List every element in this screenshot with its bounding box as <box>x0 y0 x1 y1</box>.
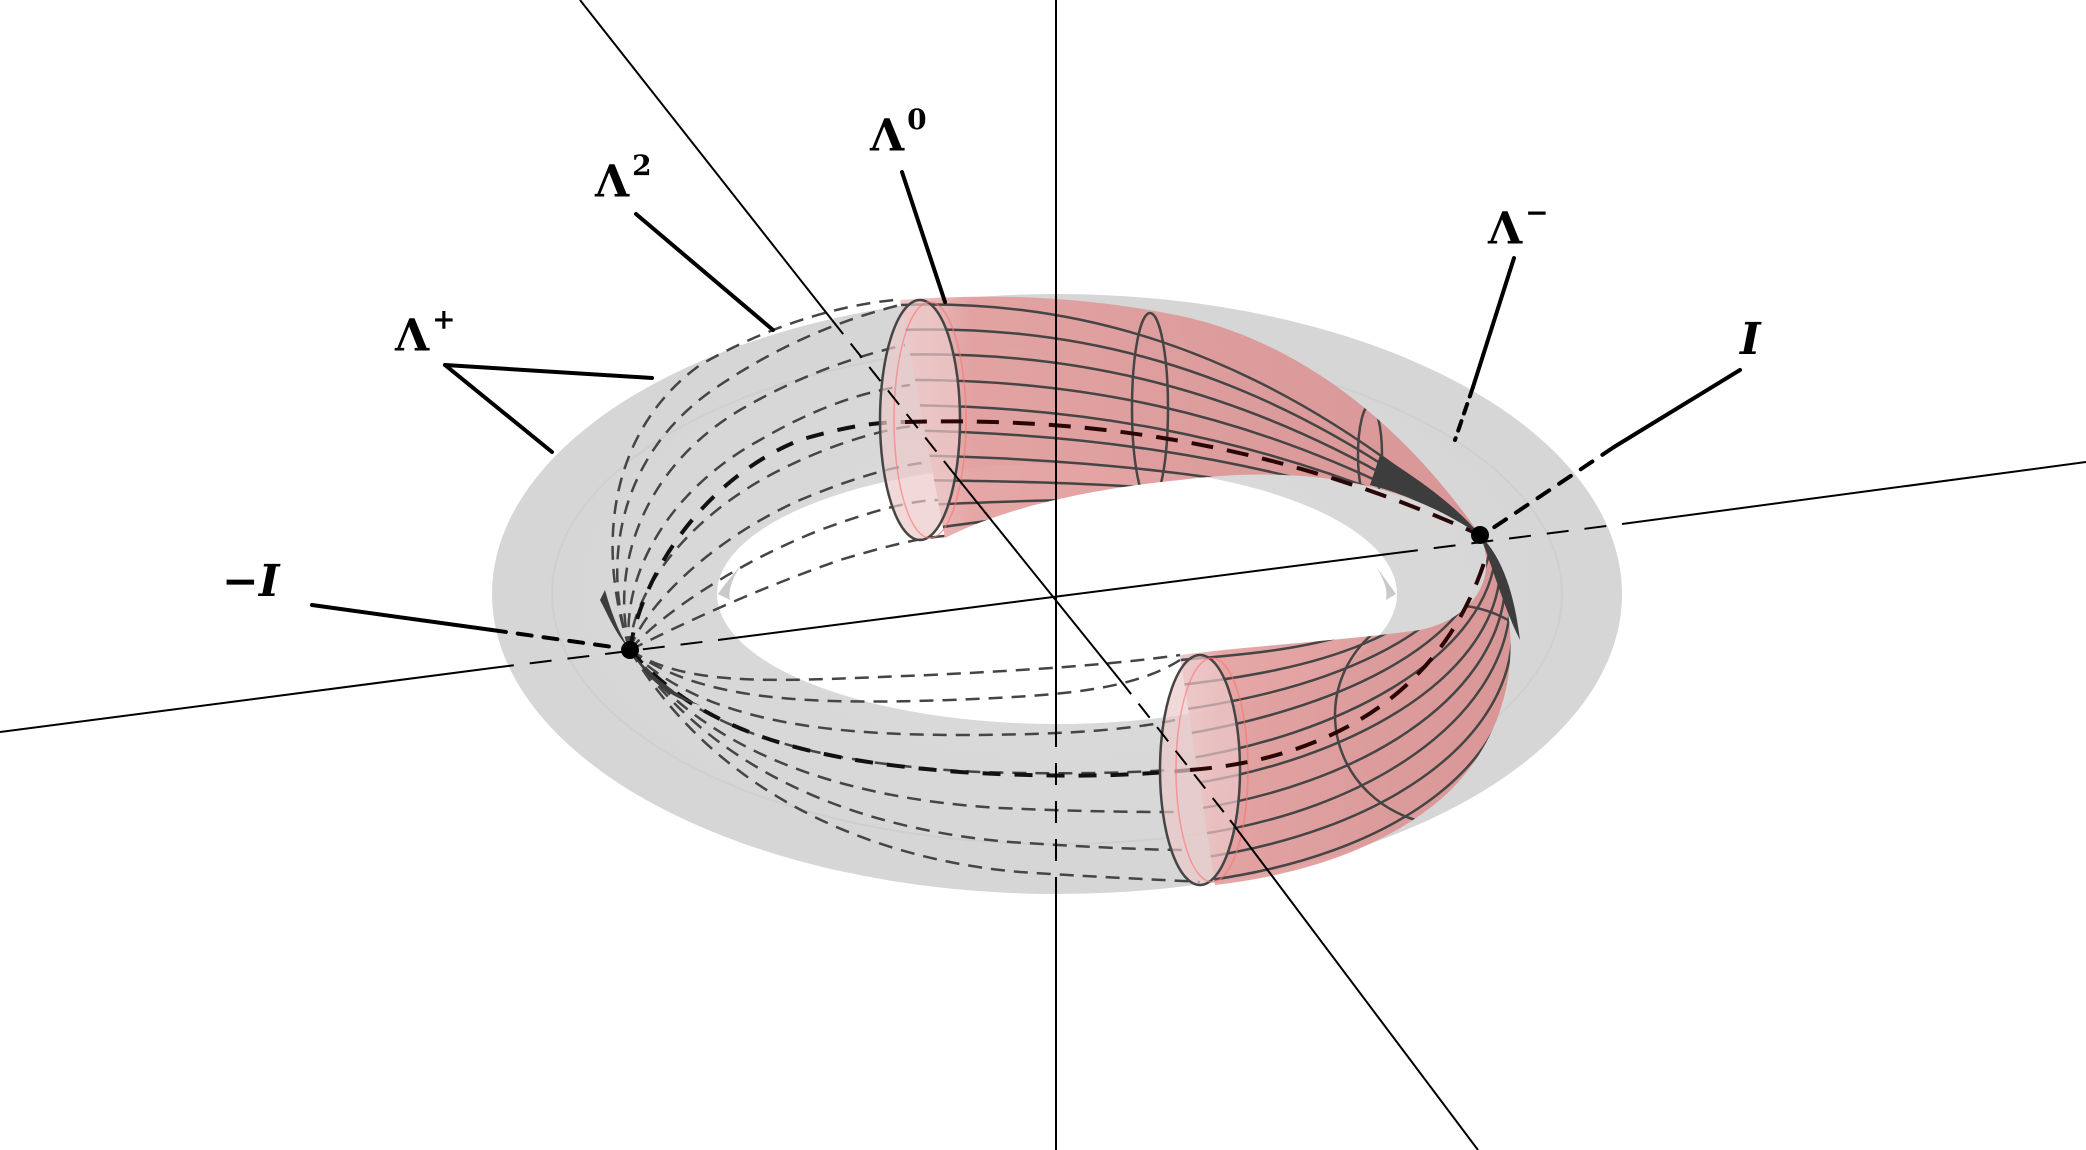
lower-hidden-mesh <box>628 648 1201 884</box>
label-lambda-minus: Λ− <box>1488 199 1549 255</box>
upper-core-curve-hidden <box>628 420 906 651</box>
label-base: Λ <box>870 110 905 162</box>
point-I <box>1471 526 1489 544</box>
label-lambda-plus: Λ+ <box>395 306 456 362</box>
label-base: Λ <box>595 156 630 208</box>
axis-diagonal <box>579 0 833 321</box>
pinch-fans <box>600 455 1520 705</box>
label-base: −I <box>222 556 280 607</box>
leader-lambda-minus <box>1471 256 1516 389</box>
lower-red-tube <box>1158 535 1511 887</box>
label-sup: 2 <box>632 149 652 182</box>
label-base: Λ <box>395 310 430 362</box>
label-minus-identity: −I <box>222 560 279 604</box>
label-sup: − <box>1525 196 1549 229</box>
leader-lambda-zero <box>900 170 947 304</box>
label-base: I <box>1740 314 1761 365</box>
label-base: Λ <box>1488 203 1523 255</box>
point-minus-I <box>621 641 639 659</box>
lower-core-curve <box>1189 559 1487 772</box>
leader-minus-identity <box>310 603 494 632</box>
leader-lambda-two <box>634 212 775 332</box>
label-sup: 0 <box>907 103 927 136</box>
label-sup: + <box>432 303 456 336</box>
upper-core-curve <box>904 419 1481 537</box>
label-identity: I <box>1740 318 1761 362</box>
leader-identity <box>1612 368 1742 449</box>
lower-core-curve-hidden <box>628 648 1191 778</box>
leader-lines <box>310 170 1742 650</box>
axis-horizontal <box>0 667 493 733</box>
